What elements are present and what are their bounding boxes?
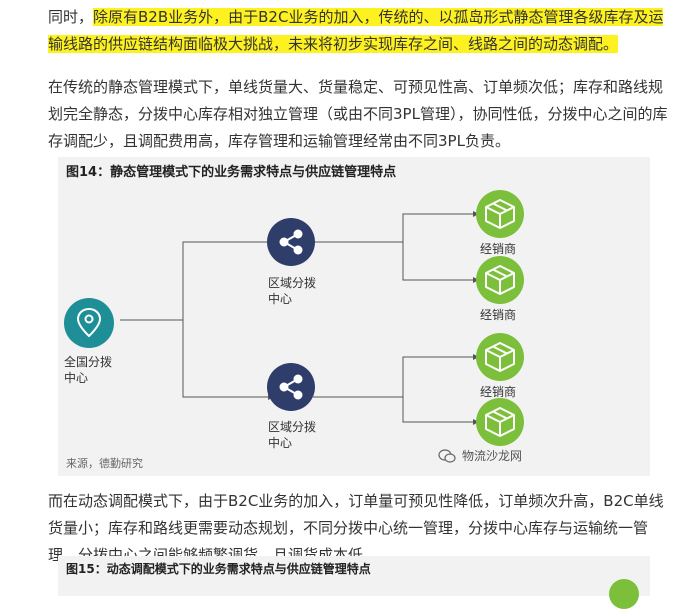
watermark: 物流沙龙网: [438, 447, 522, 464]
paragraph-1-highlight: 除原有B2B业务外，由于B2C业务的加入，传统的、以孤岛形式静态管理各级库存及运…: [48, 8, 664, 53]
national-center-node: [64, 298, 114, 348]
box-icon: [485, 265, 515, 295]
regional-center-node-1: [267, 218, 315, 266]
distributor-node-1: [476, 190, 524, 238]
paragraph-2: 在传统的静态管理模式下，单线货量大、货量稳定、可预见性高、订单频次低；库存和路线…: [48, 78, 668, 150]
paragraph-1-lead: 同时，: [48, 8, 94, 26]
share-icon: [279, 229, 303, 255]
figure-15: 图15：动态调配模式下的业务需求特点与供应链管理特点: [58, 556, 650, 609]
paragraph-3: 而在动态调配模式下，由于B2C业务的加入，订单量可预见性降低，订单频次升高，B2…: [48, 492, 664, 564]
national-center-label: 全国分拨 中心: [64, 355, 113, 385]
distributor-label-2: 经销商: [480, 308, 517, 322]
share-icon: [279, 374, 303, 400]
distributor-node-partial: [609, 579, 639, 609]
box-icon: [485, 342, 515, 372]
figure-14: 图14：静态管理模式下的业务需求特点与供应链管理特点: [58, 157, 650, 476]
paragraph-1: 同时，除原有B2B业务外，由于B2C业务的加入，传统的、以孤岛形式静态管理各级库…: [48, 4, 668, 58]
regional-center-node-2: [267, 363, 315, 411]
box-icon: [485, 407, 515, 437]
figure-14-diagram: [64, 190, 524, 446]
location-pin-icon: [76, 307, 102, 338]
distributor-node-3: [476, 333, 524, 381]
distributor-label-1: 经销商: [480, 242, 517, 256]
distributor-label-3: 经销商: [480, 385, 517, 399]
figure-14-title: 图14：静态管理模式下的业务需求特点与供应链管理特点: [66, 165, 397, 180]
figure-15-title: 图15：动态调配模式下的业务需求特点与供应链管理特点: [66, 562, 371, 576]
wechat-icon: [438, 448, 456, 463]
figure-14-source: 来源，德勤研究: [66, 457, 143, 470]
watermark-text: 物流沙龙网: [462, 449, 523, 463]
regional-center-label-2: 区域分拨 中心: [268, 420, 317, 450]
box-icon: [485, 199, 515, 229]
distributor-node-4: [476, 398, 524, 446]
regional-center-label-1: 区域分拨 中心: [268, 276, 317, 306]
distributor-node-2: [476, 256, 524, 304]
